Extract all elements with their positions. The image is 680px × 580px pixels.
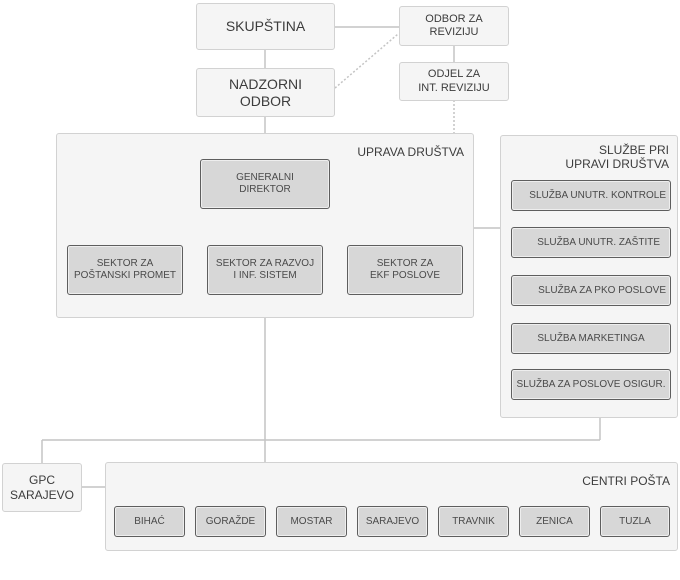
- sektor-postanski-promet-node: SEKTOR ZA POŠTANSKI PROMET: [67, 245, 183, 295]
- sluzba-osiguranja-node: SLUŽBA ZA POSLOVE OSIGUR.: [511, 369, 671, 400]
- centar-label: TUZLA: [619, 515, 651, 527]
- centri-posta-title: CENTRI POŠTA: [582, 474, 670, 488]
- sektor-ekf-node: SEKTOR ZA EKF POSLOVE: [347, 245, 463, 295]
- odbor-za-reviziju-label: ODBOR ZA REVIZIJU: [425, 12, 483, 38]
- gpc-sarajevo-node: GPC SARAJEVO: [2, 463, 82, 512]
- generalni-direktor-node: GENERALNI DIREKTOR: [200, 159, 330, 209]
- sektor-label: SEKTOR ZA POŠTANSKI PROMET: [73, 258, 177, 281]
- sluzba-label: SLUŽBA ZA PKO POSLOVE: [538, 284, 666, 296]
- sektor-razvoj-node: SEKTOR ZA RAZVOJ I INF. SISTEM: [207, 245, 323, 295]
- centar-mostar-node: MOSTAR: [276, 506, 347, 537]
- sluzba-label: SLUŽBA UNUTR. KONTROLE: [529, 189, 666, 201]
- centar-travnik-node: TRAVNIK: [438, 506, 509, 537]
- sluzba-label: SLUŽBA ZA POSLOVE OSIGUR.: [516, 378, 666, 390]
- sektor-label: SEKTOR ZA EKF POSLOVE: [369, 258, 441, 281]
- skupstina-label: SKUPŠTINA: [225, 18, 306, 35]
- centar-tuzla-node: TUZLA: [600, 506, 670, 537]
- centar-zenica-node: ZENICA: [519, 506, 590, 537]
- sluzba-label: SLUŽBA MARKETINGA: [537, 332, 645, 344]
- odjel-za-reviziju-node: ODJEL ZA INT. REVIZIJU: [399, 62, 509, 101]
- skupstina-node: SKUPŠTINA: [196, 3, 335, 50]
- sluzba-marketinga-node: SLUŽBA MARKETINGA: [511, 323, 671, 354]
- sluzba-pko-node: SLUŽBA ZA PKO POSLOVE: [511, 275, 671, 306]
- uprava-drustva-title: UPRAVA DRUŠTVA: [357, 145, 464, 159]
- centar-label: ZENICA: [536, 515, 573, 527]
- odjel-za-reviziju-label: ODJEL ZA INT. REVIZIJU: [418, 68, 490, 94]
- centar-label: GORAŽDE: [205, 515, 256, 527]
- nadzorni-odbor-label: NADZORNI ODBOR: [228, 75, 303, 109]
- generalni-direktor-label: GENERALNI DIREKTOR: [236, 172, 294, 195]
- centar-label: BIHAĆ: [134, 515, 165, 527]
- sluzbe-title: SLUŽBE PRI UPRAVI DRUŠTVA: [565, 143, 669, 172]
- sektor-label: SEKTOR ZA RAZVOJ I INF. SISTEM: [215, 258, 315, 281]
- nadzorni-odbor-node: NADZORNI ODBOR: [196, 68, 335, 117]
- sluzba-unutr-kontrole-node: SLUŽBA UNUTR. KONTROLE: [511, 180, 671, 211]
- gpc-sarajevo-label: GPC SARAJEVO: [9, 473, 75, 502]
- centar-sarajevo-node: SARAJEVO: [357, 506, 428, 537]
- centar-label: MOSTAR: [290, 515, 333, 527]
- centar-label: TRAVNIK: [452, 515, 495, 527]
- centar-bihac-node: BIHAĆ: [114, 506, 185, 537]
- odbor-za-reviziju-node: ODBOR ZA REVIZIJU: [399, 6, 509, 46]
- centar-label: SARAJEVO: [365, 515, 420, 527]
- sluzba-unutr-zastite-node: SLUŽBA UNUTR. ZAŠTITE: [511, 227, 671, 258]
- sluzba-label: SLUŽBA UNUTR. ZAŠTITE: [537, 236, 660, 248]
- centar-gorazde-node: GORAŽDE: [195, 506, 266, 537]
